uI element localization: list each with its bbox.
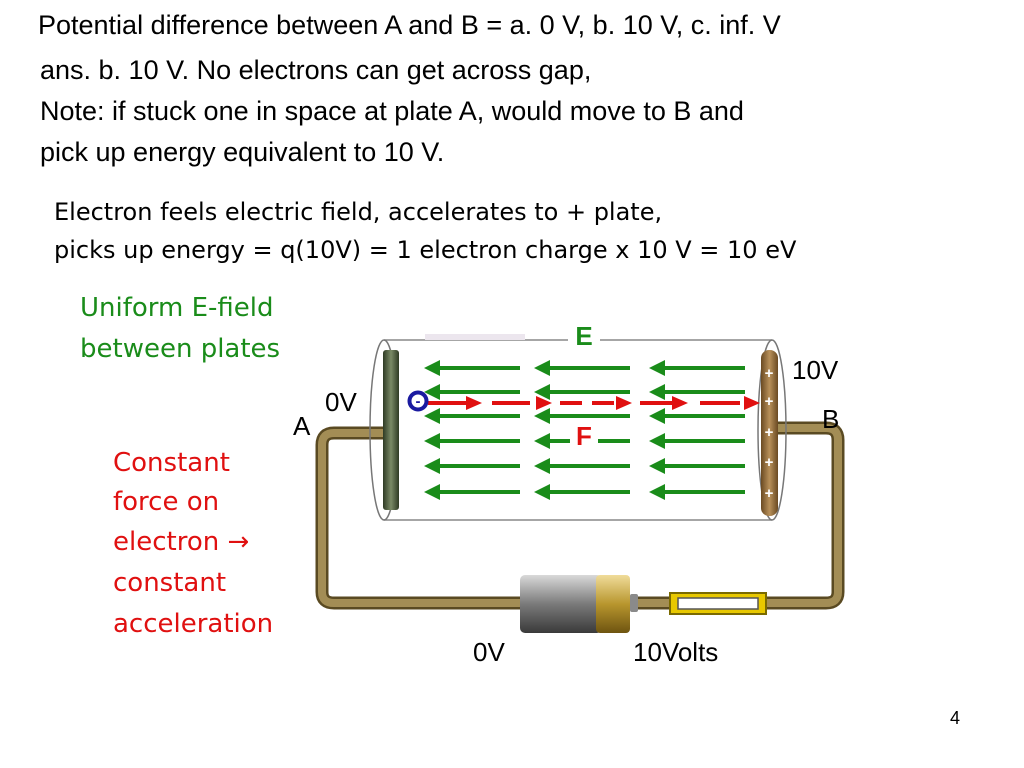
page-number: 4	[949, 708, 960, 728]
plate-b-voltage-label: 10V	[792, 355, 839, 385]
battery-positive-label: 10Volts	[633, 637, 718, 667]
circuit-wire	[315, 421, 845, 610]
explanation-line-2: picks up energy = q(10V) = 1 electron ch…	[54, 236, 797, 264]
field-label-e: E	[575, 321, 592, 351]
answer-text: ans. b. 10 V. No electrons can get acros…	[40, 55, 592, 85]
plate-b-label: B	[822, 404, 839, 434]
field-arrows	[424, 360, 745, 500]
field-caption-line-1: Uniform E-field	[80, 293, 274, 323]
electron: -	[407, 390, 429, 412]
battery-negative-label: 0V	[473, 637, 505, 667]
plate-a-voltage-label: 0V	[325, 387, 357, 417]
plus-sign-3: +	[765, 424, 774, 441]
battery	[520, 575, 638, 633]
force-caption-line-1: Constant	[113, 448, 230, 478]
plus-sign-4: +	[765, 454, 774, 471]
field-caption-line-2: between plates	[80, 334, 281, 364]
force-caption-line-2: force on	[113, 487, 220, 517]
force-label-f: F	[576, 421, 592, 451]
plate-a-label: A	[293, 411, 311, 441]
plate-b	[761, 350, 778, 516]
note-line-2: pick up energy equivalent to 10 V.	[40, 137, 445, 167]
plus-sign-1: +	[765, 365, 774, 382]
force-caption-line-5: acceleration	[113, 609, 274, 639]
note-line-1: Note: if stuck one in space at plate A, …	[40, 96, 744, 126]
plus-sign-5: +	[765, 485, 774, 502]
force-caption-line-3: electron →	[113, 527, 250, 557]
resistor	[669, 592, 767, 615]
force-arrows	[428, 396, 760, 410]
electron-charge-label: -	[416, 393, 421, 410]
question-text: Potential difference between A and B = a…	[38, 10, 781, 40]
plate-a	[383, 350, 399, 510]
explanation-line-1: Electron feels electric field, accelerat…	[54, 198, 663, 226]
force-caption-line-4: constant	[113, 568, 227, 598]
plus-sign-2: +	[765, 393, 774, 410]
